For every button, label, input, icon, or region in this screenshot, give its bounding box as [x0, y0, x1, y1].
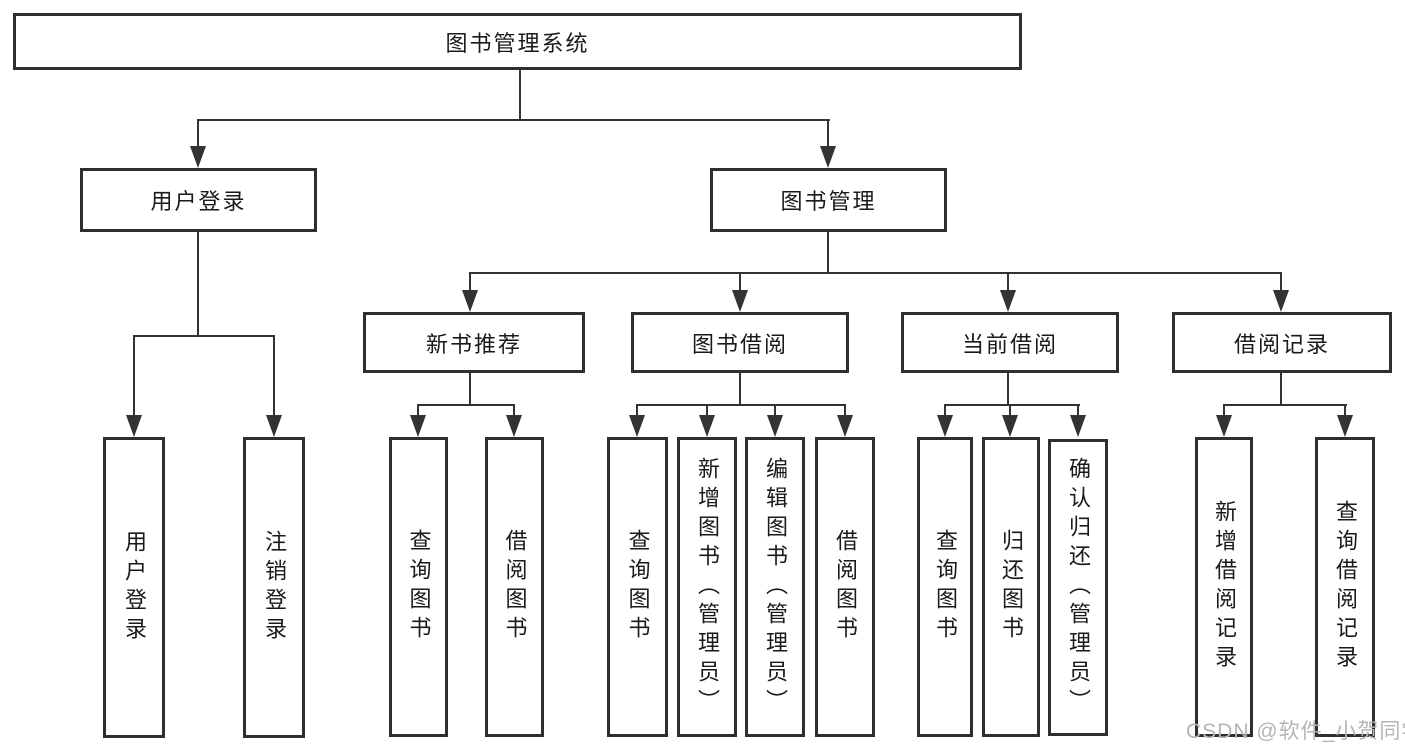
connector-line	[417, 404, 515, 406]
leaf-newbook-query-books-label: 查询图书	[406, 529, 432, 645]
connector-line	[1007, 373, 1009, 406]
node-new-book-recommend: 新书推荐	[363, 312, 585, 373]
node-borrow-record-label: 借阅记录	[1233, 331, 1330, 357]
node-borrow-record: 借阅记录	[1172, 312, 1392, 373]
node-user-login-label: 用户登录	[150, 189, 247, 214]
leaf-borrow-borrow-books: 借阅图书	[815, 437, 875, 737]
leaf-current-confirm-return-admin: 确认归还（管理员）	[1048, 439, 1108, 736]
connector-line	[1007, 272, 1009, 292]
leaf-newbook-borrow-books-label: 借阅图书	[502, 529, 528, 645]
connector-line	[774, 404, 776, 417]
leaf-borrow-edit-books-admin: 编辑图书（管理员）	[745, 437, 805, 737]
leaf-logout: 注销登录	[243, 437, 305, 738]
connector-line	[706, 404, 708, 417]
leaf-current-query-books: 查询图书	[917, 437, 973, 737]
connector-line	[469, 272, 1282, 274]
arrowhead-down-icon	[937, 415, 953, 437]
connector-line	[1280, 373, 1282, 406]
connector-line	[827, 232, 829, 272]
connector-line	[1223, 404, 1347, 406]
connector-line	[1223, 404, 1225, 417]
leaf-newbook-borrow-books: 借阅图书	[485, 437, 544, 737]
arrowhead-down-icon	[767, 415, 783, 437]
leaf-borrow-add-books-admin-label: 新增图书（管理员）	[695, 456, 720, 718]
connector-line	[1077, 404, 1079, 417]
node-book-management-label: 图书管理	[780, 189, 877, 214]
arrowhead-down-icon	[732, 290, 748, 312]
node-book-borrow: 图书借阅	[631, 312, 849, 373]
arrowhead-down-icon	[1002, 415, 1018, 437]
arrowhead-down-icon	[699, 415, 715, 437]
csdn-watermark: CSDN @软件_小贺同学	[1186, 720, 1405, 743]
leaf-current-confirm-return-admin-label: 确认归还（管理员）	[1066, 457, 1091, 718]
leaf-newbook-query-books: 查询图书	[389, 437, 448, 737]
connector-line	[519, 70, 521, 121]
leaf-borrow-query-books: 查询图书	[607, 437, 668, 737]
node-current-borrow-label: 当前借阅	[961, 331, 1058, 357]
connector-line	[133, 335, 135, 417]
arrowhead-down-icon	[506, 415, 522, 437]
leaf-record-add-borrow-record-label: 新增借阅记录	[1212, 500, 1237, 674]
leaf-borrow-edit-books-admin-label: 编辑图书（管理员）	[763, 456, 788, 718]
arrowhead-down-icon	[462, 290, 478, 312]
connector-line	[844, 404, 846, 417]
connector-line	[197, 119, 830, 121]
connector-line	[417, 404, 419, 417]
node-current-borrow: 当前借阅	[901, 312, 1119, 373]
arrowhead-down-icon	[190, 146, 206, 168]
leaf-borrow-query-books-label: 查询图书	[625, 529, 651, 645]
arrowhead-down-icon	[1000, 290, 1016, 312]
leaf-logout-label: 注销登录	[262, 529, 287, 646]
connector-line	[273, 335, 275, 417]
connector-line	[1009, 404, 1011, 417]
arrowhead-down-icon	[1216, 415, 1232, 437]
connector-line	[197, 232, 199, 335]
connector-line	[1280, 272, 1282, 292]
leaf-borrow-add-books-admin: 新增图书（管理员）	[677, 437, 737, 737]
connector-line	[636, 404, 638, 417]
leaf-borrow-borrow-books-label: 借阅图书	[833, 529, 858, 645]
arrowhead-down-icon	[1337, 415, 1353, 437]
arrowhead-down-icon	[126, 415, 142, 437]
connector-line	[944, 404, 946, 417]
leaf-current-query-books-label: 查询图书	[933, 529, 958, 645]
leaf-user-login-label: 用户登录	[122, 529, 147, 646]
leaf-current-return-books: 归还图书	[982, 437, 1040, 737]
node-root-system: 图书管理系统	[13, 13, 1022, 70]
connector-line	[944, 404, 1080, 406]
node-book-management: 图书管理	[710, 168, 947, 232]
arrowhead-down-icon	[266, 415, 282, 437]
node-book-borrow-label: 图书借阅	[691, 331, 788, 357]
leaf-record-add-borrow-record: 新增借阅记录	[1195, 437, 1253, 737]
arrowhead-down-icon	[410, 415, 426, 437]
arrowhead-down-icon	[1070, 415, 1086, 437]
connector-line	[739, 272, 741, 292]
leaf-record-query-borrow-record-label: 查询借阅记录	[1333, 500, 1358, 674]
node-user-login: 用户登录	[80, 168, 317, 232]
connector-line	[827, 119, 829, 148]
arrowhead-down-icon	[629, 415, 645, 437]
leaf-current-return-books-label: 归还图书	[999, 529, 1024, 645]
connector-line	[636, 404, 846, 406]
arrowhead-down-icon	[837, 415, 853, 437]
leaf-user-login: 用户登录	[103, 437, 165, 738]
node-root-label: 图书管理系统	[445, 30, 590, 56]
connector-line	[469, 373, 471, 406]
connector-line	[469, 272, 471, 292]
connector-line	[513, 404, 515, 417]
leaf-record-query-borrow-record: 查询借阅记录	[1315, 437, 1375, 737]
connector-line	[133, 335, 275, 337]
arrowhead-down-icon	[1273, 290, 1289, 312]
connector-line	[739, 373, 741, 406]
connector-line	[197, 119, 199, 148]
connector-line	[1344, 404, 1346, 417]
arrowhead-down-icon	[820, 146, 836, 168]
node-new-book-recommend-label: 新书推荐	[425, 331, 522, 357]
